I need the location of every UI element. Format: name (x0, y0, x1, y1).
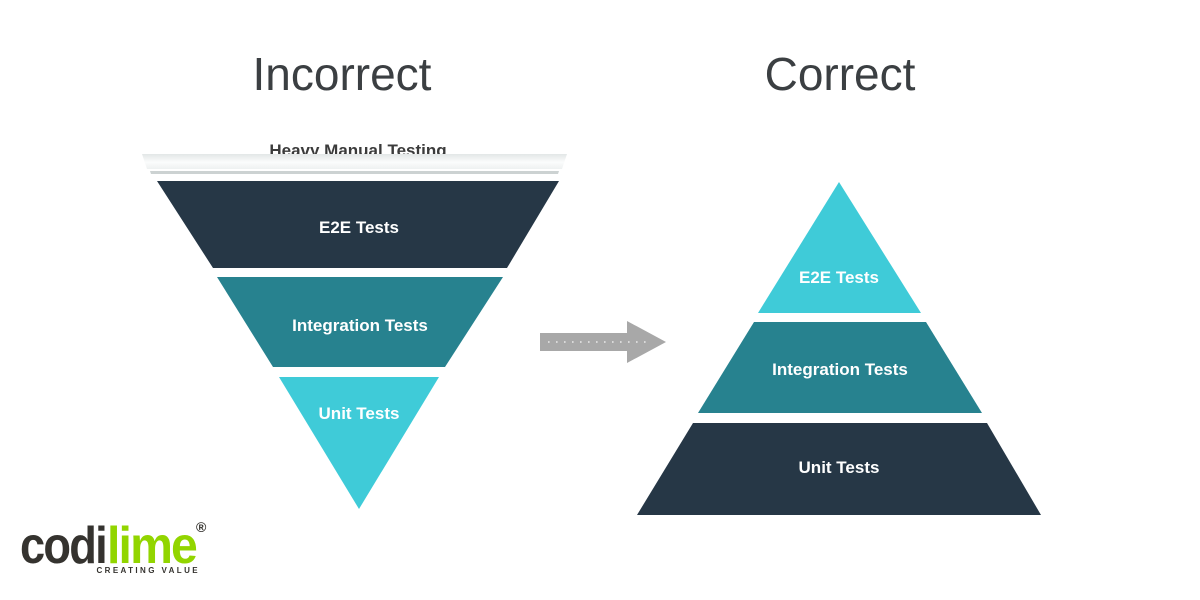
logo-tagline: CREATING VALUE (96, 566, 200, 575)
manual-testing-haze-band (142, 154, 567, 169)
correct-level-integration-label: Integration Tests (772, 360, 908, 379)
incorrect-level-e2e-band (157, 181, 559, 268)
transition-arrow (540, 321, 666, 363)
correct-level-e2e-label: E2E Tests (799, 268, 879, 287)
correct-level-unit-band (637, 423, 1041, 515)
correct-level-integration-band (698, 322, 982, 413)
incorrect-diagram: Incorrect Heavy Manual Testing E2E Tests… (142, 48, 567, 509)
manual-testing-haze-edge (150, 171, 559, 174)
correct-level-e2e-band (758, 182, 921, 313)
incorrect-title: Incorrect (253, 48, 432, 100)
right-arrow-icon (540, 321, 666, 363)
correct-title: Correct (765, 48, 916, 100)
incorrect-level-integration-band (217, 277, 503, 367)
incorrect-level-integration-label: Integration Tests (292, 316, 428, 335)
logo-wordmark-codi: codi (20, 517, 106, 575)
registered-trademark-icon: ® (196, 519, 207, 535)
incorrect-level-e2e-label: E2E Tests (319, 218, 399, 237)
incorrect-level-unit-label: Unit Tests (319, 404, 400, 423)
correct-diagram: Correct E2E Tests Integration Tests Unit… (637, 48, 1041, 515)
codilime-logo: codi lime ® CREATING VALUE (20, 517, 207, 575)
correct-level-unit-label: Unit Tests (799, 458, 880, 477)
logo-wordmark-lime: lime (107, 517, 197, 575)
incorrect-level-unit-band (279, 377, 439, 509)
